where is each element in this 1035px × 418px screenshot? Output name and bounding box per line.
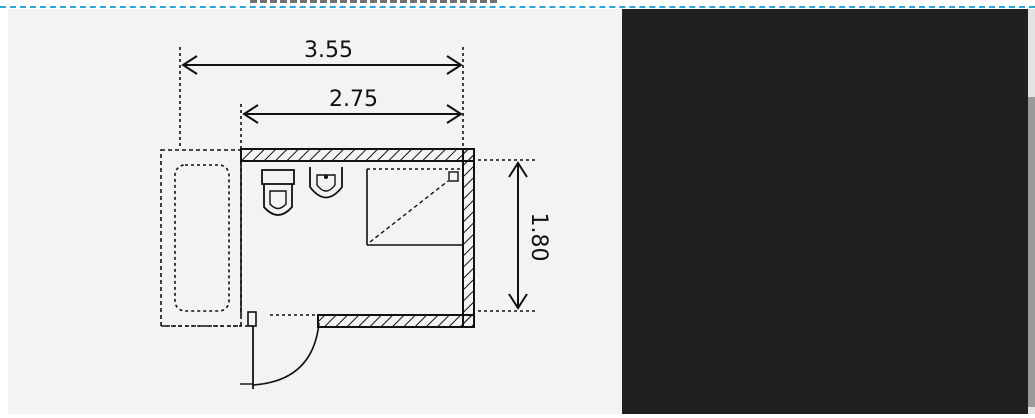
- shower-drain-icon: [448, 171, 459, 182]
- wall-bottom: [317, 314, 475, 328]
- total-width-label: 3.55: [304, 38, 353, 63]
- wall-right: [462, 148, 475, 328]
- floor-plan-drawing: 3.55 2.75 1.80: [160, 38, 551, 389]
- arrowhead-down-icon: [508, 293, 528, 310]
- bathtub-icon: [174, 164, 230, 312]
- toilet-bowl: [263, 184, 293, 216]
- dashed-rule: [0, 6, 1035, 8]
- door-jamb: [247, 311, 257, 327]
- wall-top: [240, 148, 475, 162]
- cropped-caption-text: [250, 0, 500, 3]
- floor-plan-sketch: 3.55 2.75 1.80: [8, 9, 622, 414]
- dimension-room-width: 2.75: [240, 87, 463, 149]
- dimension-room-depth: 1.80: [478, 159, 551, 312]
- bathtub-outline: [160, 149, 242, 327]
- toilet-tank: [261, 169, 295, 185]
- right-edge-block: [1028, 97, 1035, 407]
- arrowhead-up-icon: [508, 161, 528, 178]
- right-edge-strip: [1028, 9, 1035, 414]
- sink-bowl: [316, 174, 336, 192]
- arrowhead-left-icon: [181, 55, 198, 75]
- sink-basin: [309, 167, 343, 199]
- door-swing: [240, 311, 320, 389]
- shower-icon: [366, 168, 463, 246]
- room-depth-label: 1.80: [526, 213, 551, 262]
- arrowhead-right-icon: [446, 104, 463, 124]
- arrowhead-right-icon: [446, 55, 463, 75]
- dimension-total-width: 3.55: [179, 38, 464, 149]
- toilet-icon: [261, 169, 295, 216]
- drain-icon: [324, 175, 328, 179]
- sink-icon: [309, 167, 343, 199]
- room-walls: [240, 148, 475, 328]
- dark-image-panel: [622, 9, 1028, 414]
- toilet-seat: [269, 190, 287, 210]
- room-width-label: 2.75: [329, 87, 378, 112]
- door-swing-arc: [252, 322, 320, 386]
- bathtub-area: [160, 149, 318, 327]
- arrowhead-left-icon: [242, 104, 259, 124]
- top-strip: [0, 0, 1035, 9]
- shower-diagonal: [369, 180, 449, 243]
